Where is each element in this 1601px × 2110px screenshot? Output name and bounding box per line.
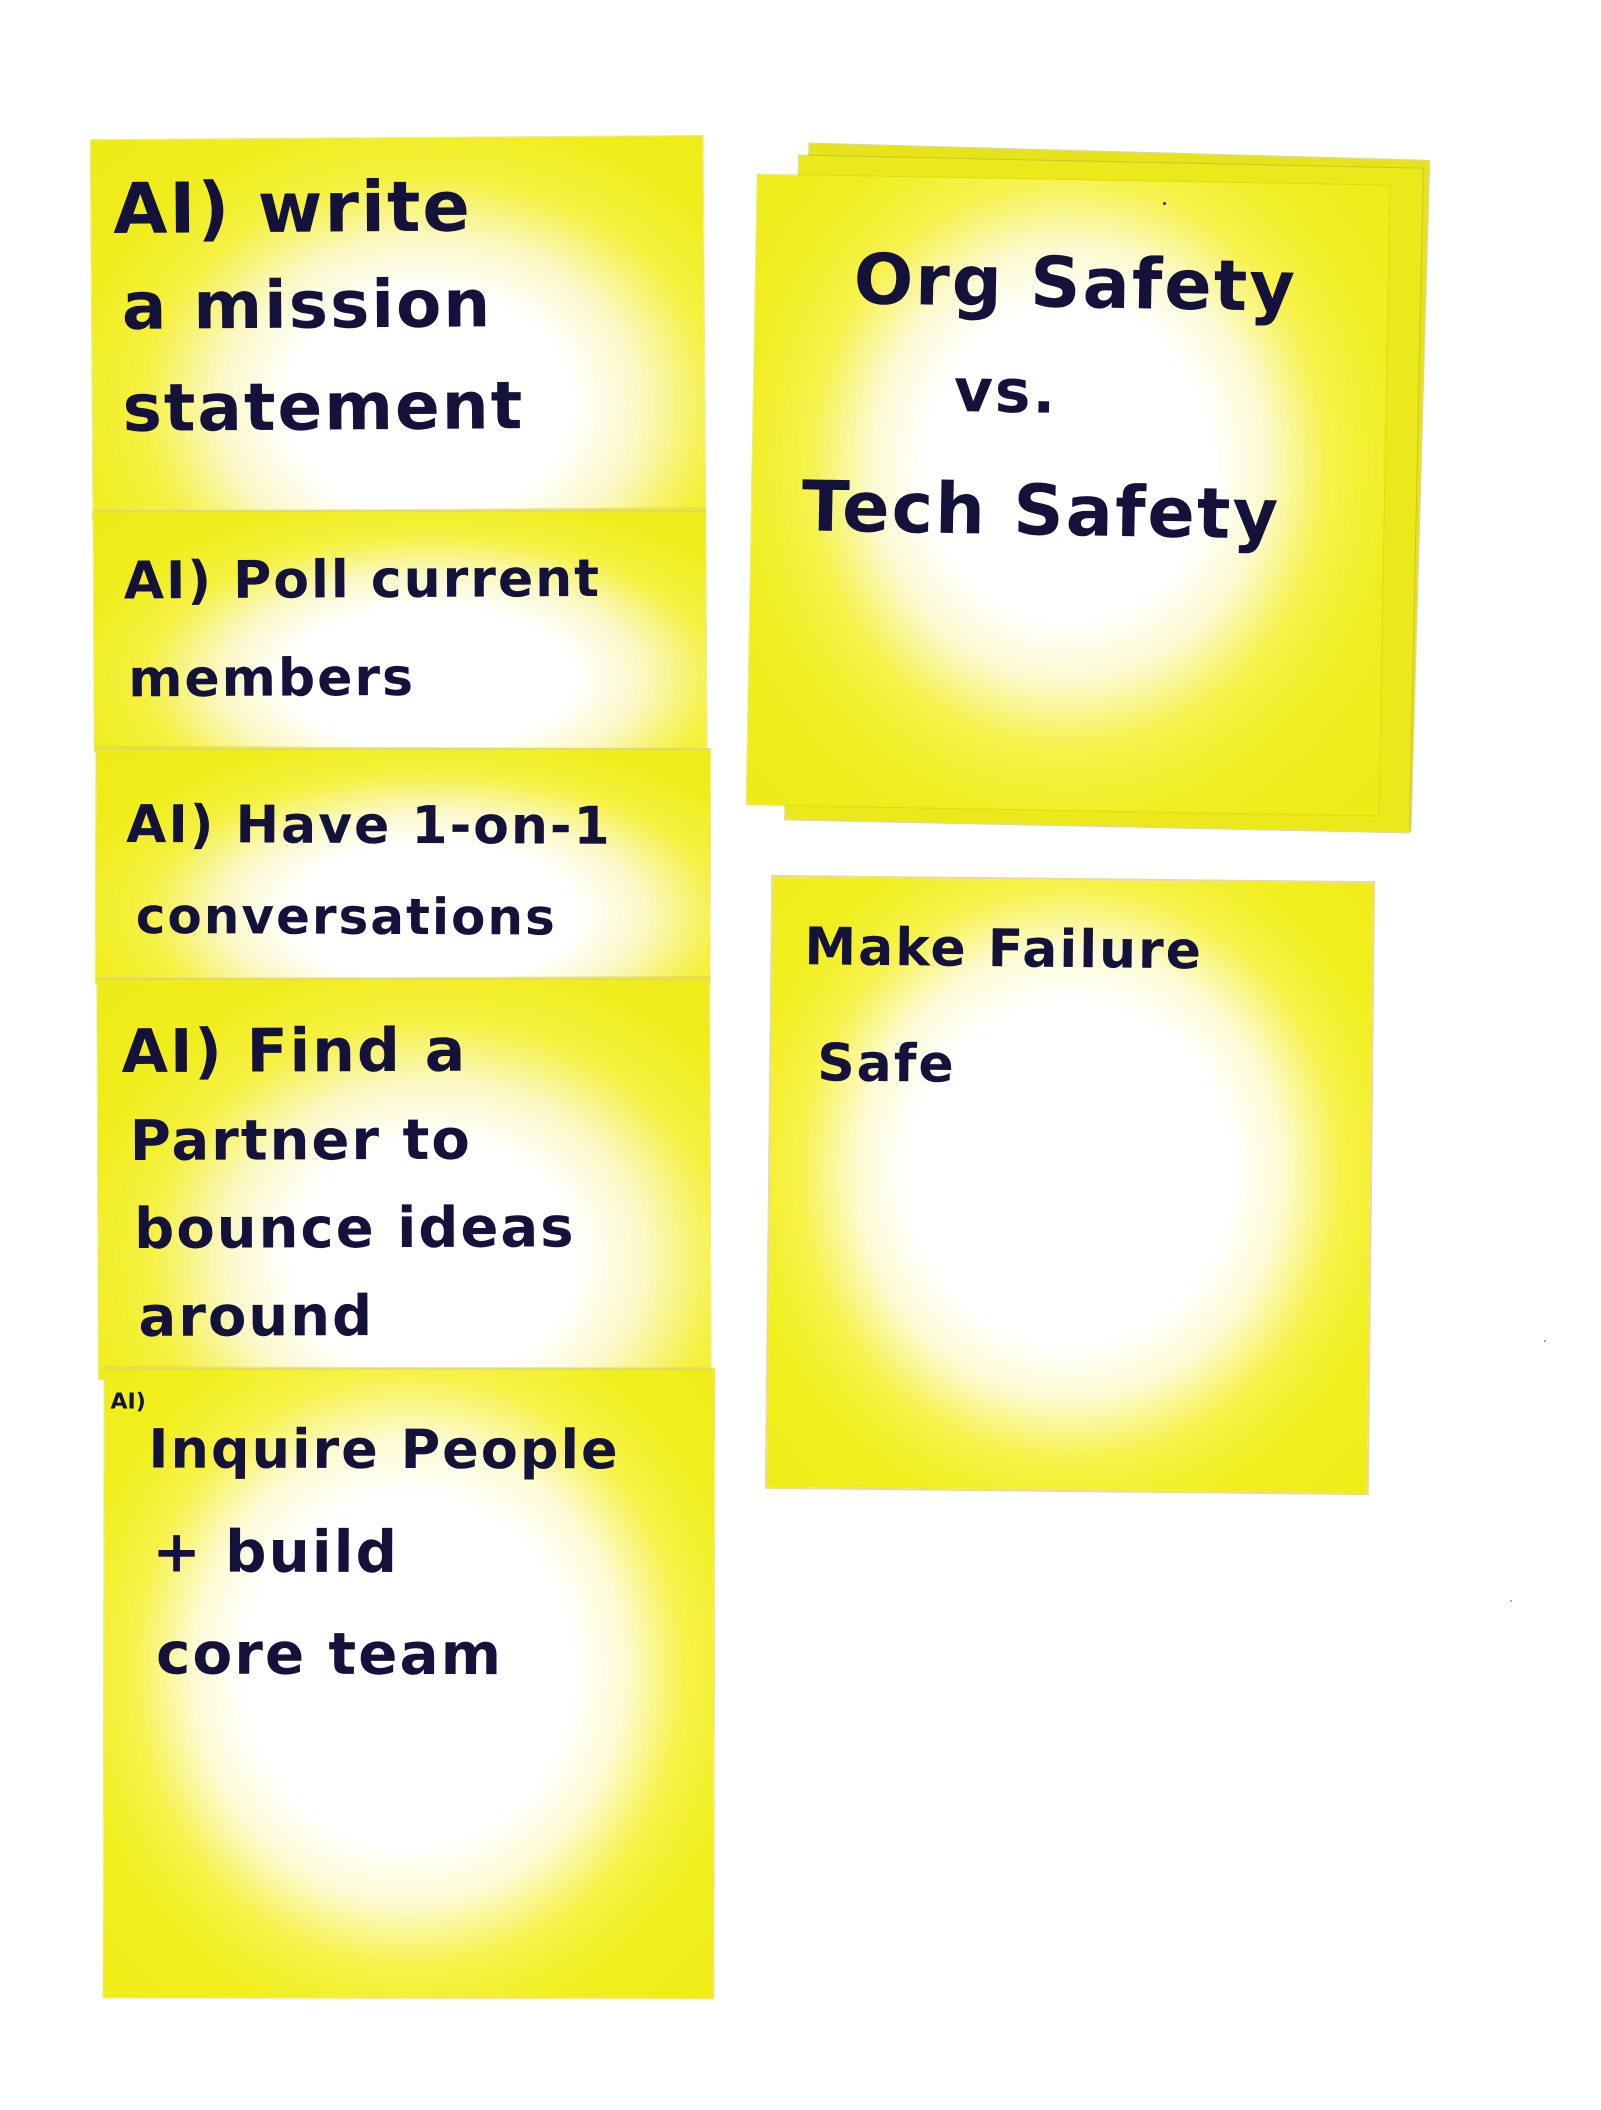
- sticky-note-org-vs-tech-safety: Org Safety vs. Tech Safety: [746, 174, 1390, 816]
- note-text-line: Partner to: [129, 1107, 472, 1174]
- note-text-line: AI) Poll current: [123, 548, 602, 612]
- note-text-line: Inquire People: [148, 1417, 620, 1482]
- scan-speck: [1510, 1600, 1512, 1602]
- note-text-tag: AI): [110, 1389, 146, 1415]
- note-text-line: vs.: [953, 355, 1059, 428]
- note-text-line: AI) Have 1-on-1: [126, 795, 612, 857]
- note-text-line: core team: [155, 1619, 504, 1689]
- note-text-line: members: [128, 647, 416, 710]
- sticky-note-find-partner: AI) Find a Partner to bounce ideas aroun…: [97, 976, 711, 1380]
- note-text-line: Safe: [816, 1033, 957, 1095]
- note-text-line: statement: [122, 367, 525, 447]
- note-edge: [98, 748, 710, 750]
- note-text-line: AI) write: [112, 165, 473, 250]
- scan-speck: [1163, 202, 1166, 205]
- scan-speck: [1544, 1340, 1546, 1342]
- note-edge: [104, 1368, 712, 1370]
- sticky-note-make-failure-safe: Make Failure Safe: [766, 876, 1374, 1494]
- sticky-note-mission-statement: AI) write a mission statement: [90, 135, 706, 521]
- note-text-line: around: [138, 1284, 375, 1350]
- note-text-line: AI) Find a: [121, 1015, 468, 1087]
- note-text-line: Make Failure: [804, 917, 1204, 982]
- note-text-line: conversations: [135, 887, 557, 947]
- sticky-note-one-on-one: AI) Have 1-on-1 conversations: [95, 746, 711, 986]
- note-text-line: bounce ideas: [134, 1195, 576, 1262]
- note-text-line: Tech Safety: [801, 465, 1281, 556]
- sticky-note-poll-members: AI) Poll current members: [93, 508, 707, 752]
- note-text-line: Org Safety: [853, 238, 1298, 328]
- note-edge: [96, 510, 706, 512]
- note-text-line: + build: [152, 1517, 400, 1586]
- note-text-line: a mission: [121, 265, 493, 345]
- note-edge: [100, 978, 710, 980]
- sticky-note-build-core-team: AI) Inquire People + build core team: [103, 1367, 715, 1999]
